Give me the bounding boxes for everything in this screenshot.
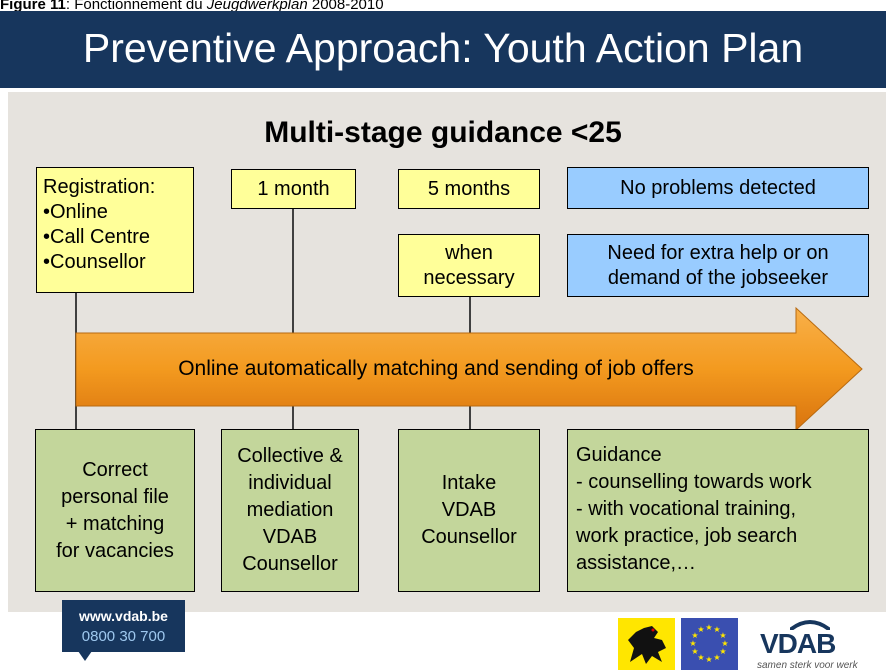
five-months-box: 5 months (398, 169, 540, 209)
correct-file-line3: + matching (65, 512, 165, 535)
registration-heading: Registration: (43, 176, 156, 198)
correct-file-box: Correct personal file + matching for vac… (35, 429, 195, 592)
registration-call-centre: •Call Centre (43, 226, 151, 248)
mediation-line3: mediation (246, 499, 334, 521)
phone-number: 0800 30 700 (81, 628, 166, 645)
svg-text:★: ★ (719, 631, 726, 640)
slide-title: Preventive Approach: Youth Action Plan (82, 25, 804, 71)
svg-text:★: ★ (705, 623, 712, 632)
svg-text:★: ★ (713, 653, 720, 662)
svg-text:★: ★ (689, 639, 696, 648)
flemish-lion-logo (618, 618, 675, 670)
slide-subtitle: Multi-stage guidance <25 (264, 116, 622, 149)
guidance-line5: assistance,… (576, 552, 697, 574)
mediation-box: Collective & individual mediation VDAB C… (221, 429, 359, 592)
caption-text: : Fonctionnement du (65, 0, 207, 13)
connector-one-month (292, 208, 294, 430)
caption-years: 2008-2010 (307, 0, 384, 13)
vdab-contact-badge: www.vdab.be 0800 30 700 (62, 600, 185, 652)
extra-help-line1: Need for extra help or on (607, 241, 829, 264)
no-problems-box: No problems detected (567, 167, 869, 209)
arrow-label: Online automatically matching and sendin… (178, 357, 694, 380)
one-month-box: 1 month (231, 169, 356, 209)
registration-online: •Online (43, 201, 108, 223)
svg-text:★: ★ (705, 655, 712, 664)
intake-line3: Counsellor (421, 526, 517, 548)
registration-counsellor: •Counsellor (43, 251, 146, 273)
intake-line1: Intake (441, 472, 497, 494)
when-necessary-line1: when (445, 241, 493, 264)
caption-term: Jeugdwerkplan (206, 0, 308, 13)
mediation-line1: Collective & (237, 445, 343, 467)
badge-pointer (78, 651, 92, 661)
figure-label: Figure 11 (0, 0, 66, 13)
vdab-slogan: samen sterk voor werk (757, 660, 858, 671)
vdab-logo-text: VDAB (760, 628, 836, 659)
when-necessary-line2: necessary (423, 266, 515, 289)
intake-line2: VDAB (441, 499, 497, 521)
mediation-line5: Counsellor (242, 553, 338, 575)
extra-help-line2: demand of the jobseeker (607, 266, 829, 289)
svg-text:★: ★ (721, 639, 728, 648)
guidance-line2: - counselling towards work (576, 471, 812, 493)
extra-help-box: Need for extra help or on demand of the … (567, 234, 869, 297)
no-problems-label: No problems detected (620, 176, 816, 199)
svg-text:★: ★ (697, 653, 704, 662)
mediation-line2: individual (248, 472, 332, 494)
guidance-line4: work practice, job search (576, 525, 798, 547)
figure-caption: Figure 11: Fonctionnement du Jeugdwerkpl… (0, 0, 384, 13)
website-link[interactable]: www.vdab.be (79, 608, 168, 624)
intake-box: Intake VDAB Counsellor (398, 429, 540, 592)
svg-text:★: ★ (691, 631, 698, 640)
vdab-logo-mark (790, 620, 830, 630)
when-necessary-box: when necessary (398, 234, 540, 297)
eu-flag-logo: ★★★ ★★★ ★★★ ★★★ (681, 618, 738, 670)
arrow-shape (75, 306, 863, 432)
guidance-box: Guidance - counselling towards work - wi… (567, 429, 869, 592)
one-month-label: 1 month (257, 177, 330, 200)
correct-file-line4: for vacancies (56, 539, 174, 562)
svg-text:★: ★ (719, 647, 726, 656)
title-bar: Preventive Approach: Youth Action Plan (0, 11, 886, 88)
guidance-heading: Guidance (576, 444, 662, 466)
mediation-line4: VDAB (262, 526, 318, 548)
registration-box: Registration: •Online •Call Centre •Coun… (36, 167, 194, 293)
guidance-line3: - with vocational training, (576, 498, 797, 520)
correct-file-line1: Correct (82, 458, 148, 481)
svg-text:★: ★ (713, 625, 720, 634)
five-months-label: 5 months (427, 177, 511, 200)
svg-text:★: ★ (697, 625, 704, 634)
correct-file-line2: personal file (61, 485, 169, 508)
svg-text:★: ★ (691, 647, 698, 656)
